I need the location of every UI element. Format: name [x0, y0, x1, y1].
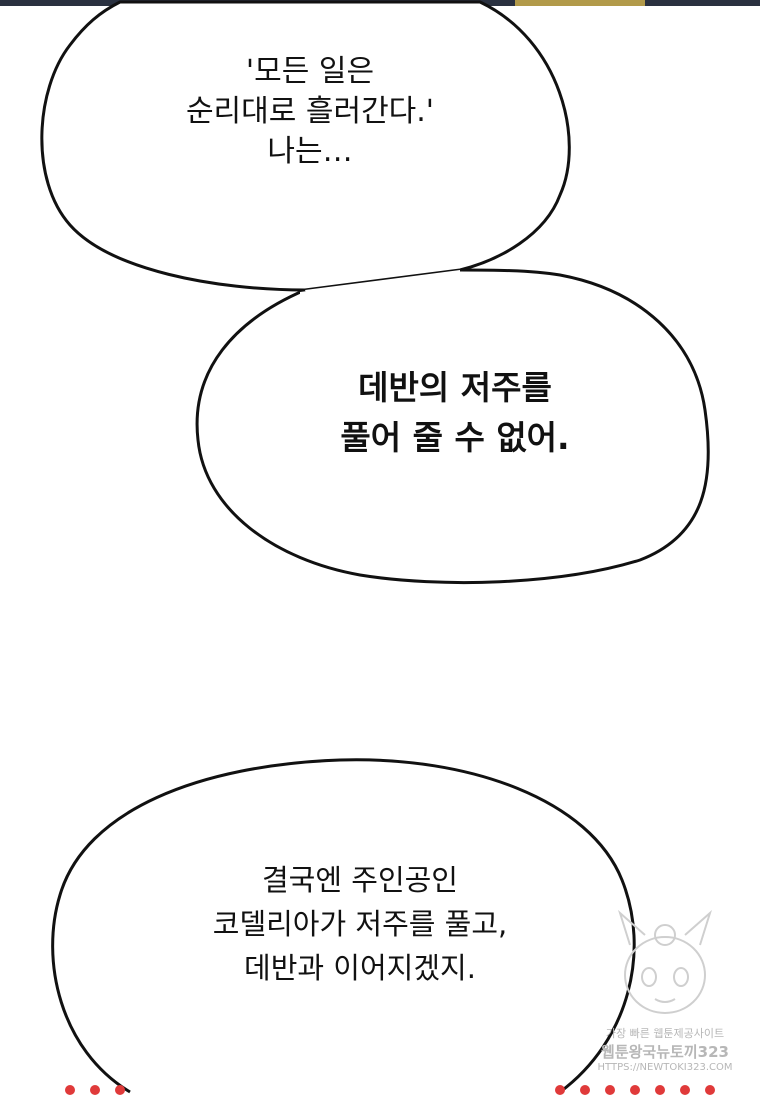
speech-bubble-3 [51, 758, 636, 1094]
dot-row [65, 1085, 715, 1095]
bubble-2-text: 데반의 저주를 풀어 줄 수 없어. [290, 363, 620, 463]
bubble-1-text: '모든 일은 순리대로 흘러간다.' 나는… [150, 52, 470, 172]
bottom-dot-border [65, 1085, 715, 1095]
site-watermark: 가장 빠른 웹툰제공사이트 웹툰왕국뉴토끼323 HTTPS://NEWTOKI… [585, 905, 745, 1085]
speech-bubble-2 [195, 268, 710, 585]
watermark-line-1: 가장 빠른 웹툰제공사이트 [605, 1027, 725, 1040]
bubble-3-text: 결국엔 주인공인 코델리아가 저주를 풀고, 데반과 이어지겠지. [160, 858, 560, 990]
watermark-line-2: 웹툰왕국뉴토끼323 [601, 1043, 729, 1061]
watermark-line-3: HTTPS://NEWTOKI323.COM [597, 1062, 733, 1073]
speech-bubble-1 [40, 0, 571, 292]
watermark-mascot-icon [617, 909, 713, 1014]
bubble-1-line-1: '모든 일은 [245, 54, 375, 89]
bubble-1-line-3: 나는… [267, 134, 353, 169]
bubble-3-line-3: 데반과 이어지겠지. [244, 951, 476, 985]
bubble-2-line-1: 데반의 저주를 [358, 368, 552, 407]
bubble-3-line-1: 결국엔 주인공인 [262, 863, 458, 897]
top-panel-accent [515, 0, 645, 6]
bubble-1-line-2: 순리대로 흘러간다.' [185, 94, 435, 129]
bubble-3-line-2: 코델리아가 저주를 풀고, [212, 907, 508, 941]
bubble-2-line-2: 풀어 줄 수 없어. [340, 418, 570, 457]
